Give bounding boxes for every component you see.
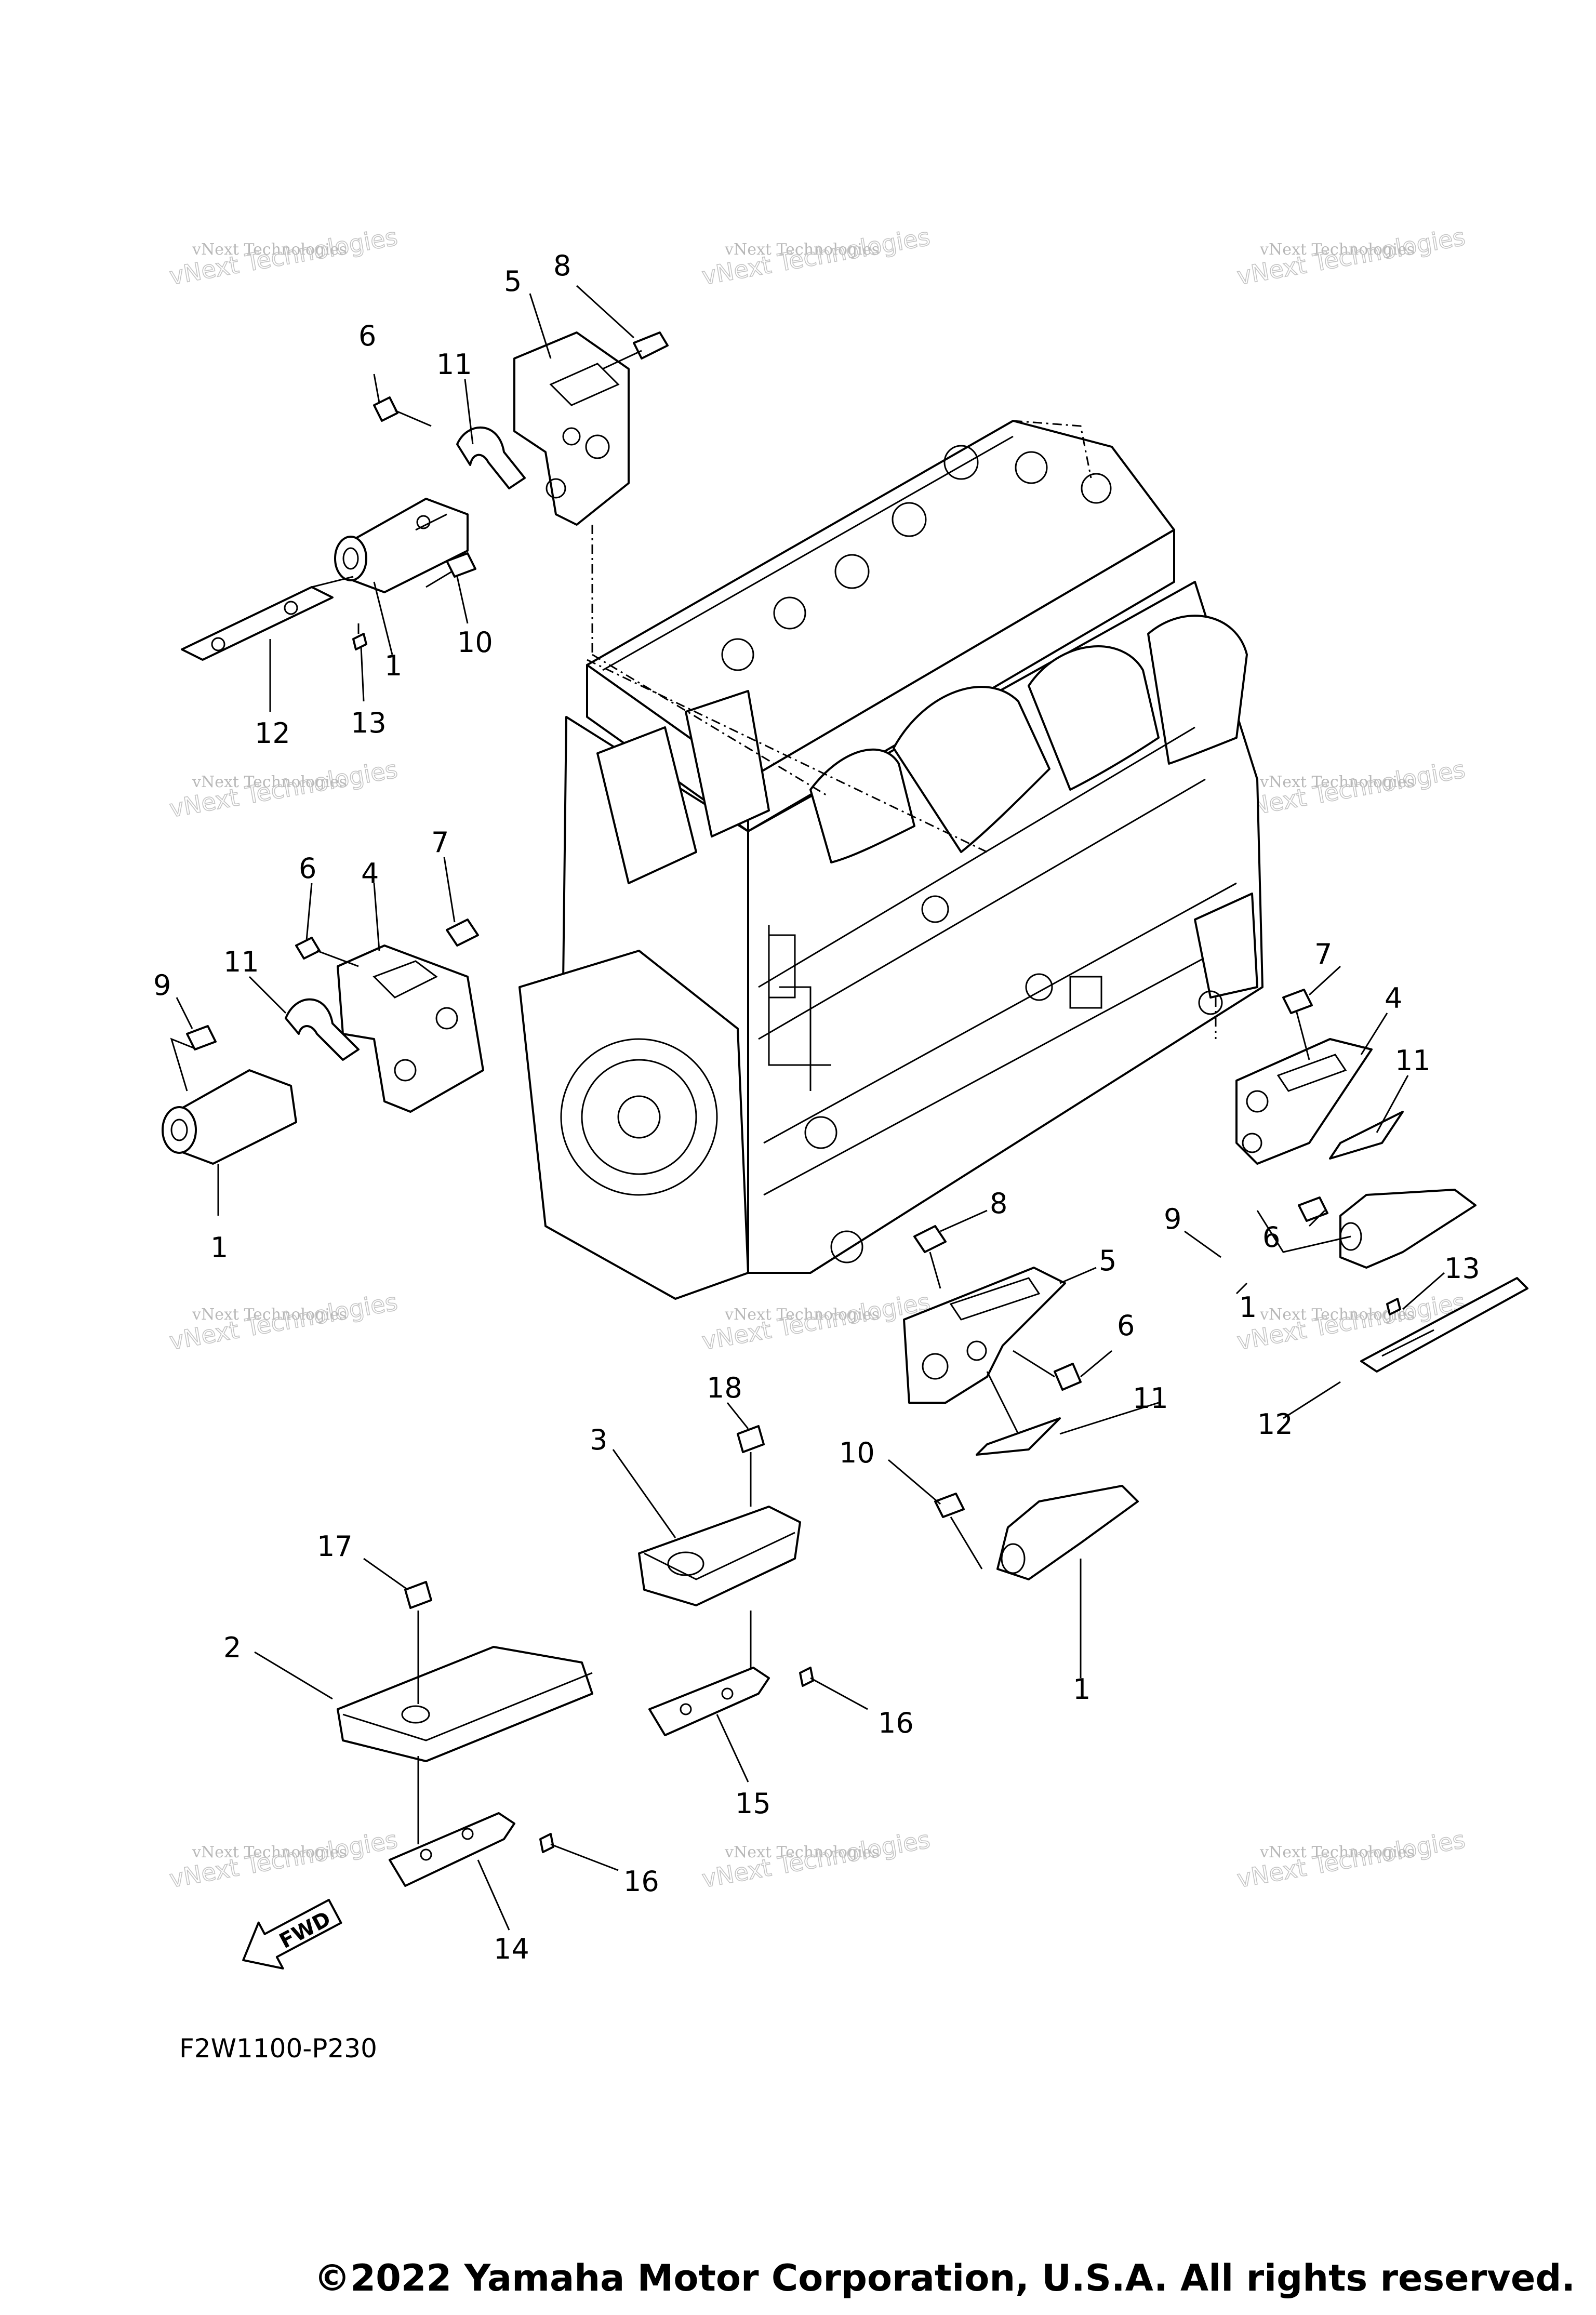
- rear-center-mount: [638, 1425, 814, 1736]
- part-label: 11: [223, 946, 259, 978]
- part-labels: 1 1 1 1 2 3 4 4 5 5 6 6 6 6 7 7 8 8 9 9 …: [153, 249, 1480, 1965]
- part-label: 14: [494, 1933, 529, 1965]
- engine-block: [518, 420, 1264, 1300]
- part-label: 8: [553, 249, 571, 282]
- part-label: 4: [361, 857, 379, 890]
- part-label: 9: [153, 969, 171, 1002]
- part-label: 7: [431, 826, 449, 859]
- part-label: 6: [1117, 1309, 1135, 1342]
- part-label: 10: [839, 1436, 875, 1469]
- part-label: 6: [1262, 1221, 1280, 1254]
- part-label: 1: [1073, 1673, 1090, 1706]
- part-label: 16: [623, 1865, 659, 1898]
- rear-left-upper-mount: [181, 331, 669, 661]
- part-label: 8: [990, 1187, 1007, 1220]
- svg-text:vNext Technologies: vNext Technologies: [167, 755, 400, 822]
- left-lower-mount: [162, 919, 484, 1165]
- svg-text:vNext Technologies: vNext Technologies: [167, 1287, 400, 1355]
- part-label: 18: [707, 1372, 742, 1404]
- svg-text:vNext Technologies: vNext Technologies: [700, 1825, 932, 1893]
- leader-lines: [176, 285, 1445, 1931]
- svg-text:vNext Technologies: vNext Technologies: [167, 222, 400, 290]
- part-label: 11: [436, 348, 472, 381]
- svg-text:vNext Technologies: vNext Technologies: [192, 1843, 347, 1861]
- part-label: 15: [735, 1787, 771, 1820]
- part-label: 13: [1444, 1252, 1480, 1285]
- part-label: 7: [1314, 938, 1332, 970]
- part-label: 11: [1133, 1382, 1168, 1415]
- copyright-notice: ©2022 Yamaha Motor Corporation, U.S.A. A…: [314, 2257, 1575, 2299]
- part-label: 4: [1385, 982, 1402, 1015]
- center-front-mount: [903, 1225, 1139, 1580]
- svg-text:vNext Technologies: vNext Technologies: [700, 1287, 932, 1355]
- svg-text:vNext Technologies: vNext Technologies: [192, 1306, 347, 1324]
- svg-text:vNext Technologies: vNext Technologies: [1259, 773, 1415, 791]
- part-label: 2: [223, 1631, 241, 1664]
- svg-text:vNext Technologies: vNext Technologies: [1235, 1825, 1467, 1893]
- svg-text:vNext Technologies: vNext Technologies: [700, 222, 932, 290]
- right-mount: [1235, 989, 1528, 1373]
- part-label: 3: [590, 1423, 607, 1456]
- svg-text:vNext Technologies: vNext Technologies: [1235, 222, 1467, 290]
- svg-text:vNext Technologies: vNext Technologies: [192, 773, 347, 791]
- part-label: 12: [255, 717, 290, 750]
- part-label: 6: [358, 320, 376, 352]
- part-label: 9: [1164, 1203, 1181, 1235]
- svg-text:vNext Technologies: vNext Technologies: [1235, 1287, 1467, 1355]
- part-label: 12: [1257, 1408, 1293, 1441]
- part-label: 5: [504, 265, 522, 298]
- svg-text:vNext Technologies: vNext Technologies: [724, 1306, 880, 1324]
- svg-text:vNext Technologies: vNext Technologies: [192, 241, 347, 259]
- part-label: 1: [1239, 1291, 1257, 1324]
- part-label: 17: [317, 1530, 353, 1563]
- part-label: 11: [1395, 1044, 1431, 1077]
- svg-text:vNext Technologies: vNext Technologies: [724, 241, 880, 259]
- fwd-arrow-icon: FWD: [242, 1899, 342, 1970]
- part-label: 10: [457, 626, 493, 659]
- assembly-lines: [587, 420, 1217, 1039]
- svg-text:vNext Technologies: vNext Technologies: [1259, 241, 1415, 259]
- svg-text:vNext Technologies: vNext Technologies: [167, 1825, 400, 1893]
- figure-code: F2W1100-P230: [179, 2033, 377, 2064]
- part-label: 16: [878, 1707, 914, 1739]
- svg-text:vNext Technologies: vNext Technologies: [1235, 755, 1467, 822]
- part-label: 5: [1099, 1244, 1116, 1277]
- part-label: 1: [384, 649, 402, 682]
- part-label: 6: [299, 852, 316, 885]
- rear-left-mount: [337, 1581, 593, 1887]
- svg-text:vNext Technologies: vNext Technologies: [1259, 1843, 1415, 1861]
- part-label: 13: [351, 707, 387, 739]
- part-label: 1: [210, 1231, 228, 1264]
- svg-text:vNext Technologies: vNext Technologies: [724, 1843, 880, 1861]
